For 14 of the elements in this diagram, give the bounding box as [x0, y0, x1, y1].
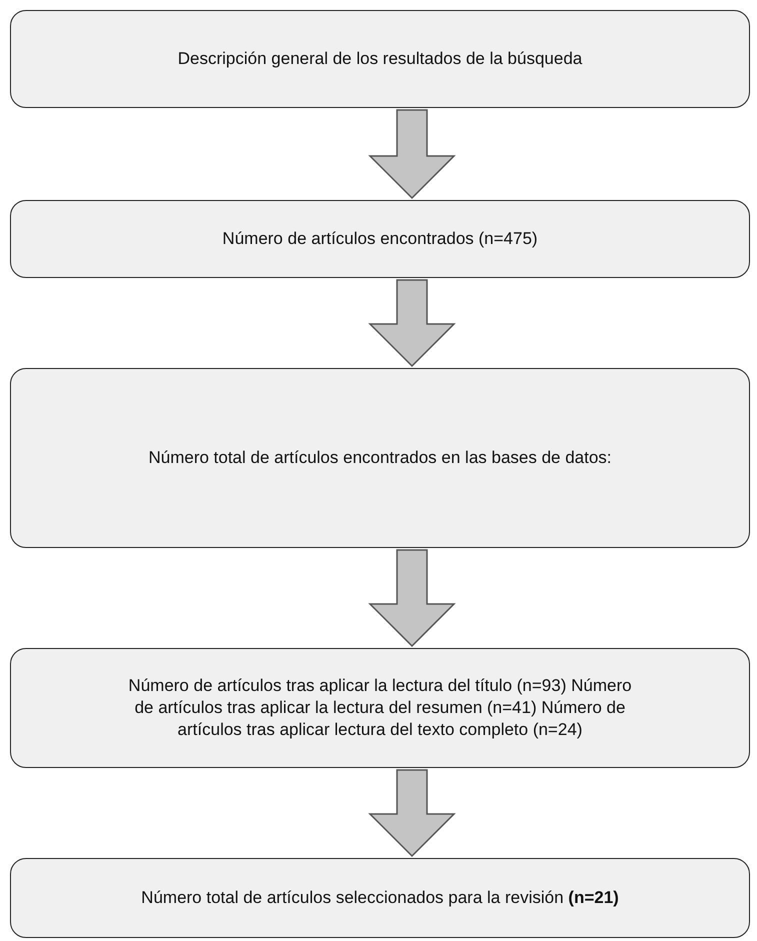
process-box [10, 858, 750, 938]
block-arrow [368, 279, 456, 368]
process-box [10, 368, 750, 548]
process-box [10, 10, 750, 108]
box-text: Número total de artículos encontrados en las bases de datos: [148, 446, 612, 469]
block-arrow [368, 769, 456, 858]
box-text: Número total de artículos seleccionados para la revisión (n=21) [141, 886, 619, 909]
box-text: Número de artículos encontrados (n=475) [222, 228, 538, 250]
block-arrow [368, 549, 456, 648]
process-box [10, 648, 750, 768]
box-text: Descripción general de los resultados de la búsqueda [178, 48, 582, 70]
block-arrow [368, 109, 456, 200]
box-text: Número de artículos tras aplicar la lectura del título (n=93) Número de artículos tras aplicar la lectura del resumen (n=41) Número de artículos tras aplicar lectura del texto completo (n=24) [127, 674, 633, 742]
process-box [10, 200, 750, 278]
